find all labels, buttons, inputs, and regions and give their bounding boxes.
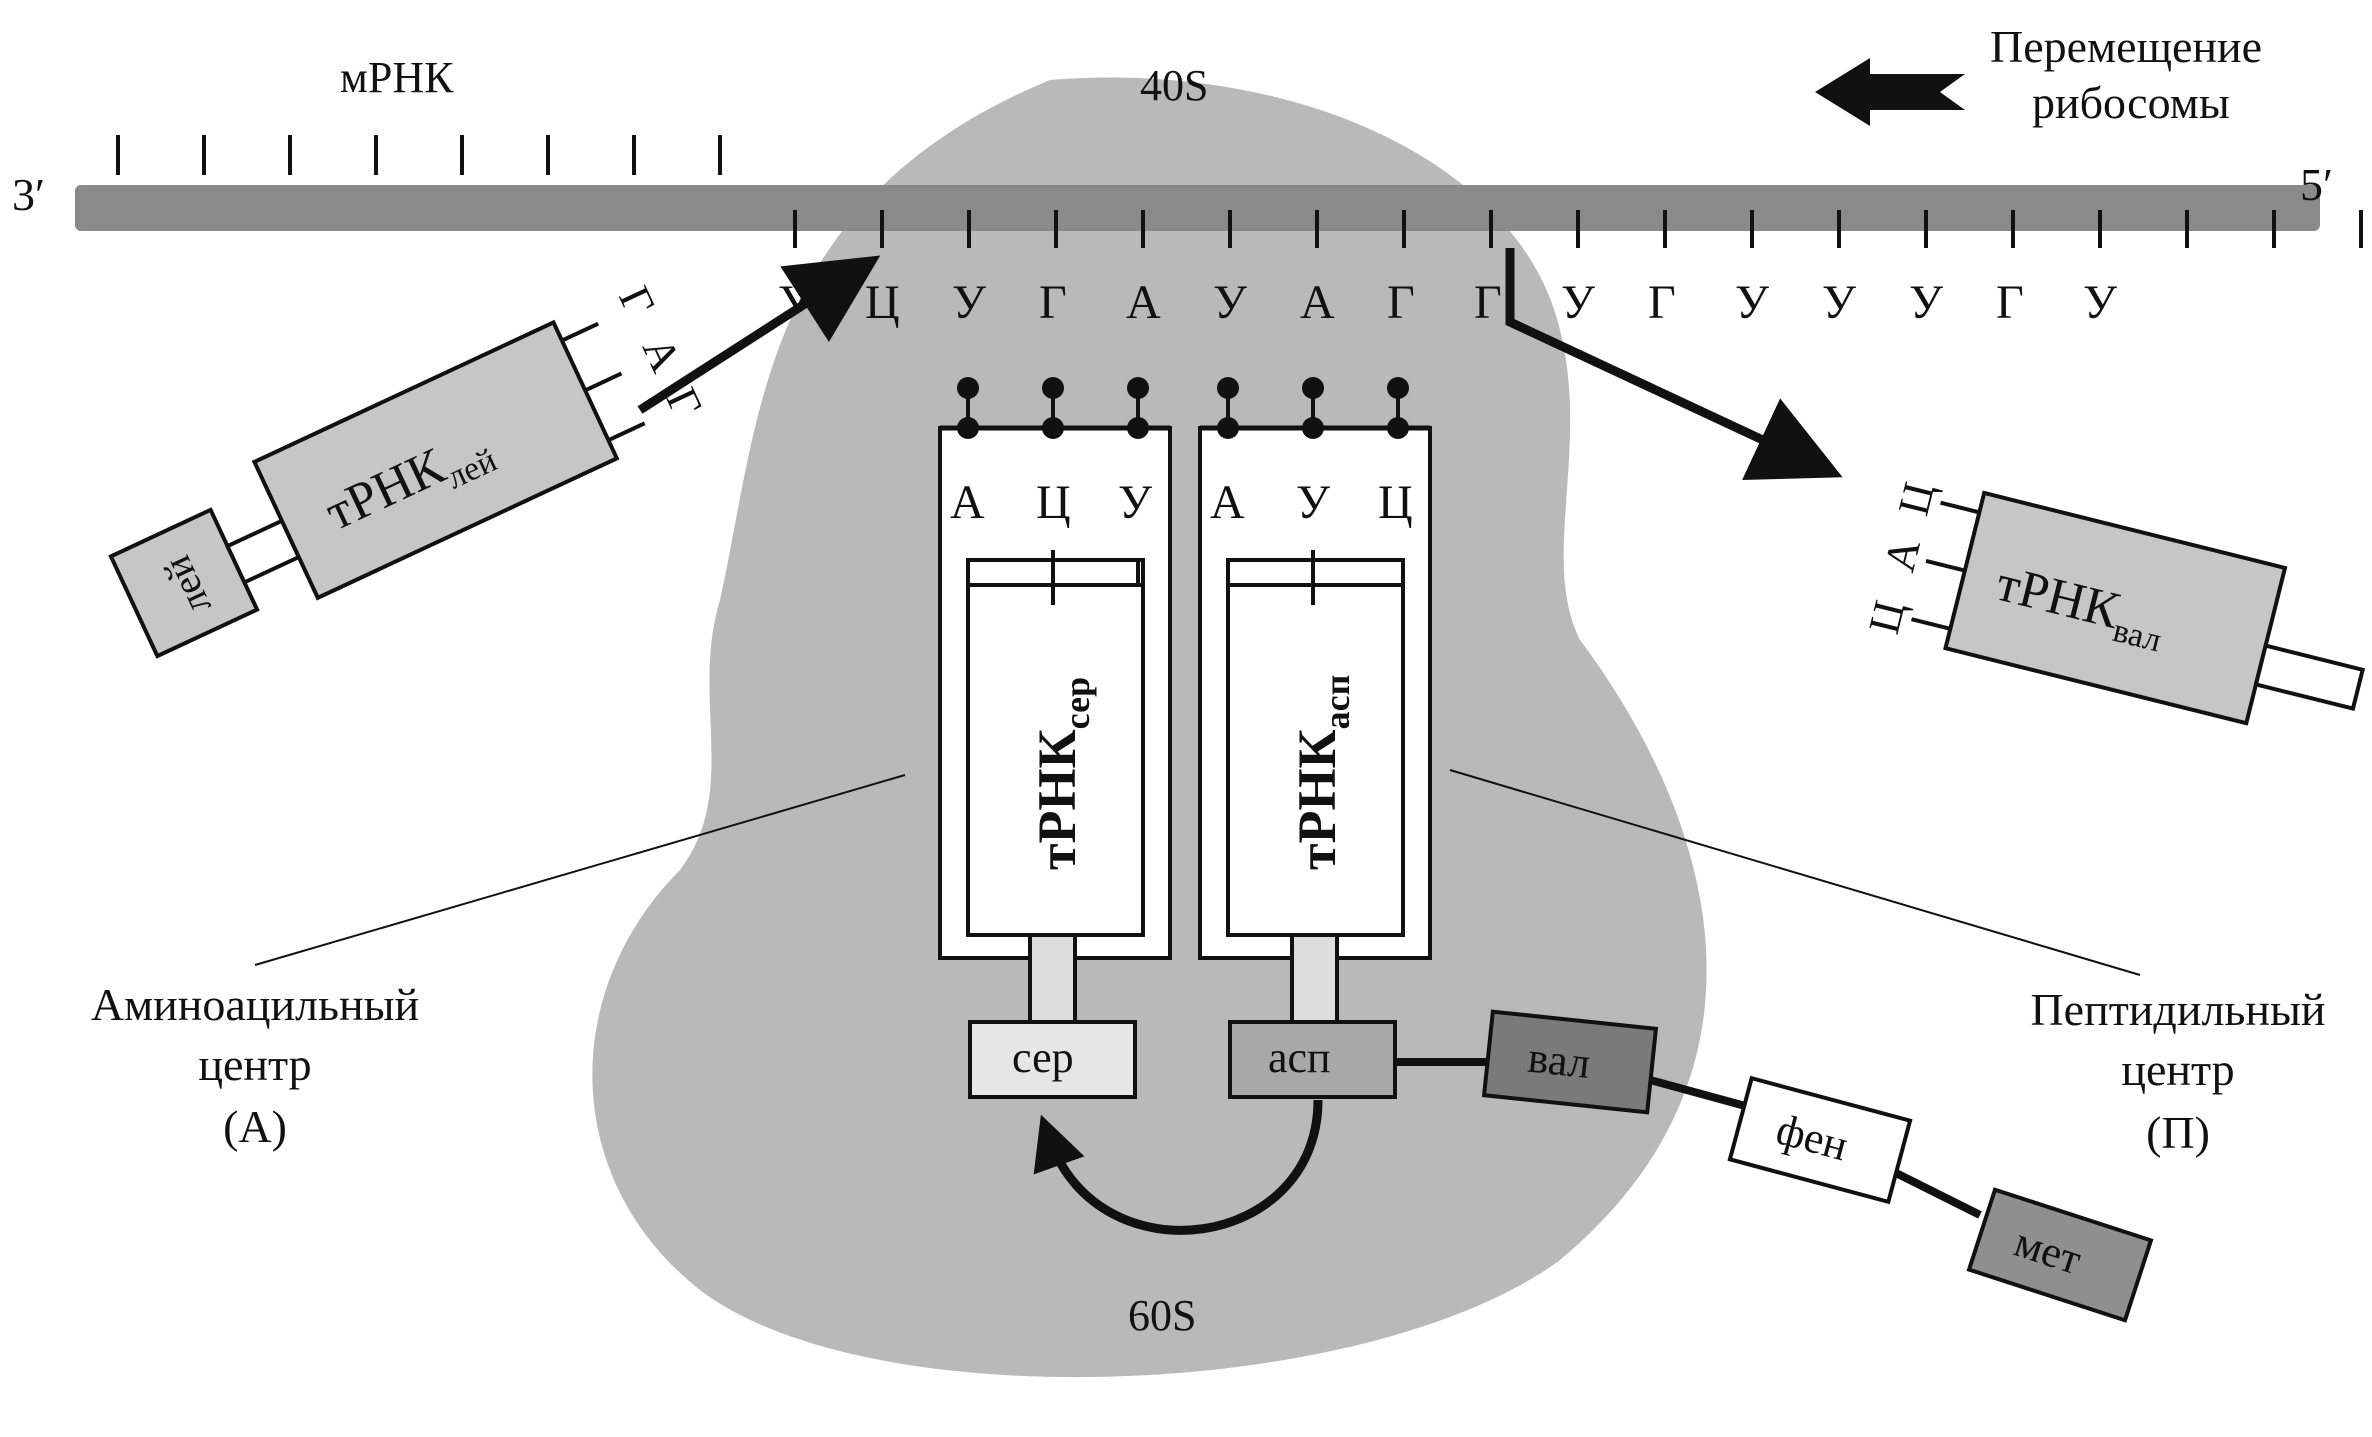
mrna-base: Ц — [865, 276, 900, 329]
peptide-transfer-arrow — [1033, 1099, 1323, 1235]
trna-val-stem — [2253, 643, 2366, 712]
mrna-base: У — [1213, 276, 1247, 329]
mrna-base: Г — [1996, 276, 2024, 329]
trna-val-anticodon-1: Ц — [1889, 477, 1944, 520]
trna-val: Ц А Ц тРНКвал — [1859, 477, 2366, 726]
small-subunit-label: 40S — [1140, 61, 1208, 110]
trna-asp-name-main: тРНК — [1287, 729, 1347, 870]
peptide-chain: вал фен мет — [1395, 1009, 2154, 1323]
trna-asp-name: тРНКасп — [1287, 675, 1357, 870]
trna-ser-anticodon-2: Ц — [1036, 476, 1071, 529]
aminoacyl-center-line3: (А) — [223, 1101, 287, 1152]
peptidyl-center-line1: Пептидильный — [2030, 984, 2325, 1035]
mrna-base: У — [1909, 276, 1943, 329]
trna-asp-amino-box — [1228, 1020, 1397, 1099]
trna-ser-anticodon-1: А — [950, 476, 985, 529]
trna-asp-stem — [1290, 933, 1339, 1027]
mrna-bar — [75, 185, 2320, 231]
mrna-base: Г — [1387, 276, 1415, 329]
aminoacyl-center-line2: центр — [198, 1039, 311, 1090]
aminoacyl-center-line1: Аминоацильный — [91, 979, 419, 1030]
trna-ser-name-sub: сер — [1057, 677, 1097, 729]
peptidyl-center-label: Пептидильный центр (П) — [2030, 984, 2325, 1158]
peptide-residue-val: вал — [1481, 1009, 1659, 1115]
trna-ser-stem — [1028, 933, 1077, 1027]
trna-val-anticodon-3: Ц — [1859, 596, 1914, 639]
mrna-ticks-top — [116, 135, 722, 175]
trna-leu: лей тРНКлей Г А Г — [108, 279, 712, 659]
mrna-base: Г — [1648, 276, 1676, 329]
trna-asp-anticodon-2: У — [1296, 476, 1330, 529]
trna-asp-anticodon-1: А — [1210, 476, 1245, 529]
trna-ser-name: тРНКсер — [1027, 677, 1097, 870]
mrna-base: А — [1126, 276, 1161, 329]
movement-arrow-icon — [1815, 58, 1965, 126]
outgoing-trna-arrow — [1505, 248, 1843, 480]
peptidyl-leader-line — [1449, 769, 2141, 976]
trna-ser-anticodon-dots — [957, 377, 1149, 439]
trna-leu-anticodon-1: Г — [609, 279, 664, 323]
trna-ser: А Ц У тРНКсер сер — [938, 377, 1172, 1099]
mrna-end-5prime: 5′ — [2300, 159, 2333, 210]
trna-ser-amino-label: сер — [1012, 1033, 1074, 1082]
trna-leu-body — [251, 319, 620, 601]
peptide-residue-fen: фен — [1727, 1075, 1913, 1205]
movement-label-line1: Перемещение — [1990, 21, 2262, 72]
trna-asp-anticodon-dots — [1217, 377, 1409, 439]
trna-leu-anticodon-3: Г — [656, 381, 711, 425]
mrna-end-3prime: 3′ — [12, 169, 45, 220]
large-subunit-label: 60S — [1128, 1291, 1196, 1340]
trna-asp-anticodon-3: Ц — [1378, 476, 1413, 529]
trna-asp-name-sub: асп — [1317, 675, 1357, 730]
movement-label-line2: рибосомы — [2032, 77, 2230, 128]
trna-val-anticodon-2: А — [1875, 534, 1930, 577]
mrna-label: мРНК — [340, 53, 454, 102]
trna-ser-amino-box — [968, 1020, 1137, 1099]
mrna-ticks-bottom — [793, 210, 2363, 248]
trna-asp-amino-label: асп — [1268, 1033, 1331, 1082]
trna-ser-anticodon-3: У — [1118, 476, 1152, 529]
mrna-base: У — [1822, 276, 1856, 329]
peptidyl-center-line2: центр — [2121, 1044, 2234, 1095]
trna-ser-name-main: тРНК — [1027, 729, 1087, 870]
peptide-residue-val-label: вал — [1526, 1033, 1593, 1088]
aminoacyl-leader-line — [254, 774, 906, 966]
aminoacyl-center-label: Аминоацильный центр (А) — [91, 979, 419, 1152]
ribosome-movement: Перемещение рибосомы — [1815, 21, 2262, 128]
mrna-base: Г — [1039, 276, 1067, 329]
trna-asp: А У Ц тРНКасп асп — [1198, 377, 1432, 1099]
trna-asp-inner — [1226, 558, 1405, 937]
peptidyl-center-line3: (П) — [2146, 1107, 2210, 1158]
peptide-residue-met: мет — [1966, 1187, 2154, 1323]
mrna-base: У — [952, 276, 986, 329]
mrna-base: Г — [1474, 276, 1502, 329]
trna-ser-inner — [966, 558, 1145, 937]
mrna-base: А — [1300, 276, 1335, 329]
trna-leu-anticodon-2: А — [633, 330, 691, 380]
mrna-base: У — [2083, 276, 2117, 329]
mrna-base: У — [1735, 276, 1769, 329]
mrna-base: У — [1561, 276, 1595, 329]
incoming-trna-arrow — [637, 255, 881, 414]
